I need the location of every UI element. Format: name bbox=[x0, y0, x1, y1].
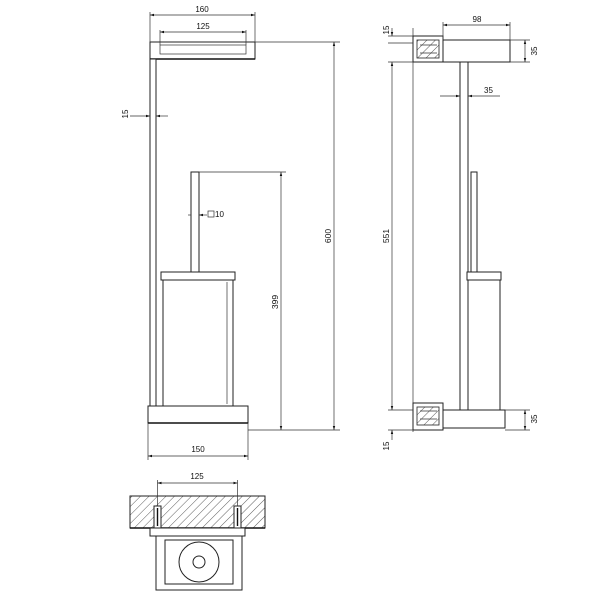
dim-98-label: 98 bbox=[473, 15, 482, 24]
dim-399-label: 399 bbox=[270, 295, 280, 309]
square-symbol-icon bbox=[207, 210, 215, 218]
dim-35-bottom-label: 35 bbox=[530, 414, 539, 423]
brush-handle-circle bbox=[192, 555, 206, 569]
base-plate bbox=[147, 405, 249, 424]
brush-container-lid bbox=[160, 271, 236, 281]
dim-150-label: 150 bbox=[191, 445, 205, 454]
dim-15-bottom-label: 15 bbox=[382, 441, 391, 450]
dim-15-label: 15 bbox=[121, 109, 130, 118]
container-opening-circle bbox=[178, 541, 220, 583]
side-view: 98 15 35 35 551 35 15 bbox=[381, 15, 539, 450]
container-plan-inner bbox=[164, 539, 234, 585]
dim-35-top-label: 35 bbox=[530, 46, 539, 55]
side-base bbox=[442, 409, 506, 429]
side-container-lid bbox=[466, 271, 502, 281]
dim-125-plan-label: 125 bbox=[190, 472, 204, 481]
side-container bbox=[467, 279, 501, 411]
vertical-rod bbox=[149, 58, 157, 407]
brush-handle bbox=[190, 171, 200, 273]
dim-125-label: 125 bbox=[196, 22, 210, 31]
dim-160-label: 160 bbox=[195, 5, 209, 14]
bottom-bracket-section bbox=[416, 406, 440, 426]
brush-container bbox=[162, 279, 234, 407]
dim-600-label: 600 bbox=[323, 229, 333, 243]
top-holder bbox=[149, 41, 256, 60]
dim-35-rod-label: 35 bbox=[484, 86, 493, 95]
wall-section bbox=[129, 495, 266, 529]
dim-sq-10-label: 10 bbox=[215, 210, 224, 219]
top-holder-inner bbox=[159, 44, 247, 55]
side-brush-handle bbox=[470, 171, 478, 273]
dim-551-label: 551 bbox=[381, 229, 391, 243]
top-arm bbox=[442, 39, 511, 63]
top-bracket-section bbox=[416, 39, 440, 59]
plan-view: 125 bbox=[129, 472, 266, 591]
wall-plate bbox=[149, 527, 246, 537]
dim-15-top-label: 15 bbox=[382, 25, 391, 34]
front-view: 160 125 15 10 600 399 150 bbox=[121, 5, 340, 460]
side-rod bbox=[459, 61, 469, 411]
